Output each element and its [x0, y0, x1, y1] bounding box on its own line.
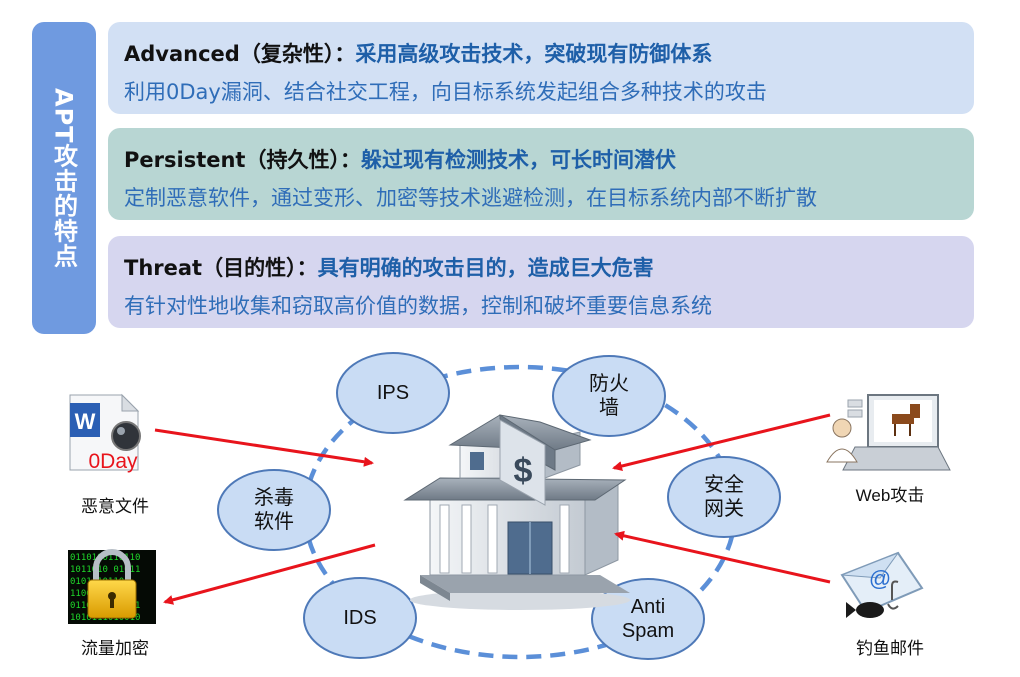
feature-highlight: 躲过现有检测技术，可长时间潜伏 — [360, 148, 676, 172]
gateway-label: 安全 网关 — [668, 473, 780, 521]
feature-row-threat: Threat（目的性）：具有明确的攻击目的，造成巨大危害 有针对性地收集和窃取高… — [108, 236, 974, 328]
svg-text:W: W — [75, 409, 96, 434]
laptop-trojan-icon — [826, 394, 951, 471]
feature-term: Advanced（复杂性）： — [124, 42, 356, 66]
ids-node — [303, 577, 417, 659]
svg-text:@: @ — [869, 566, 891, 591]
traffic-encryption-label: 流量加密 — [81, 639, 149, 658]
gateway-node — [667, 456, 781, 538]
web-attack-label: Web攻击 — [855, 486, 925, 505]
arrow-phishing-in — [614, 530, 831, 584]
firewall-label-line1: 防火 — [589, 373, 629, 395]
arrow-malware-in — [154, 428, 374, 467]
svg-text:0110100110110: 0110100110110 — [70, 553, 140, 563]
phishing-label: 钓鱼邮件 — [856, 639, 924, 658]
feature-description: 定制恶意软件，通过变形、加密等技术逃避检测，在目标系统内部不断扩散 — [124, 186, 817, 210]
antivirus-label-line2: 软件 — [254, 511, 294, 533]
ids-label: IDS — [343, 607, 377, 629]
feature-heading: Persistent（持久性）：躲过现有检测技术，可长时间潜伏 — [124, 144, 958, 174]
ips-label: IPS — [376, 382, 410, 404]
phishing-mail-icon: @ — [840, 551, 924, 618]
antispam-label-line2: Spam — [621, 620, 675, 642]
zero-day-badge: 0Day — [88, 450, 138, 473]
firewall-label-line2: 墙 — [599, 397, 619, 419]
encrypted-lock-icon: 0110100110110 1011010 01011 0101 10110 1… — [68, 549, 156, 624]
firewall-node — [552, 355, 666, 437]
bank-icon — [403, 414, 630, 610]
bank-dollar-sign: $ — [513, 452, 533, 490]
gateway-label-line1: 安全 — [704, 474, 744, 496]
feature-highlight: 采用高级攻击技术，突破现有防御体系 — [355, 42, 713, 66]
firewall-label: 防火 墙 — [553, 372, 665, 420]
feature-heading: Threat（目的性）：具有明确的攻击目的，造成巨大危害 — [124, 252, 958, 282]
feature-heading: Advanced（复杂性）：采用高级攻击技术，突破现有防御体系 — [124, 38, 958, 68]
arrow-encryption-out — [163, 543, 376, 605]
antivirus-node — [217, 469, 331, 551]
feature-description: 利用0Day漏洞、结合社交工程，向目标系统发起组合多种技术的攻击 — [124, 80, 767, 104]
malware-file-label: 恶意文件 — [81, 497, 149, 516]
sidebar-tab: APT攻击的特点 — [32, 22, 96, 334]
sidebar-title: APT攻击的特点 — [49, 87, 78, 269]
feature-description: 有针对性地收集和窃取高价值的数据，控制和破坏重要信息系统 — [124, 294, 712, 318]
antivirus-label: 杀毒 软件 — [218, 486, 330, 534]
svg-text:1011010 01011: 1011010 01011 — [70, 565, 140, 575]
feature-row-advanced: Advanced（复杂性）：采用高级攻击技术，突破现有防御体系 利用0Day漏洞… — [108, 22, 974, 114]
antispam-label-line1: Anti — [630, 596, 666, 618]
feature-row-persistent: Persistent（持久性）：躲过现有检测技术，可长时间潜伏 定制恶意软件，通… — [108, 128, 974, 220]
feature-highlight: 具有明确的攻击目的，造成巨大危害 — [317, 256, 654, 280]
antivirus-label-line1: 杀毒 — [254, 487, 294, 509]
feature-term: Persistent（持久性）： — [124, 148, 361, 172]
gateway-label-line2: 网关 — [704, 498, 744, 520]
ips-node — [336, 352, 450, 434]
antispam-label: Anti Spam — [592, 595, 704, 643]
word-document-icon: W — [69, 393, 141, 471]
arrow-web-in — [612, 413, 831, 471]
feature-term: Threat（目的性）： — [124, 256, 318, 280]
